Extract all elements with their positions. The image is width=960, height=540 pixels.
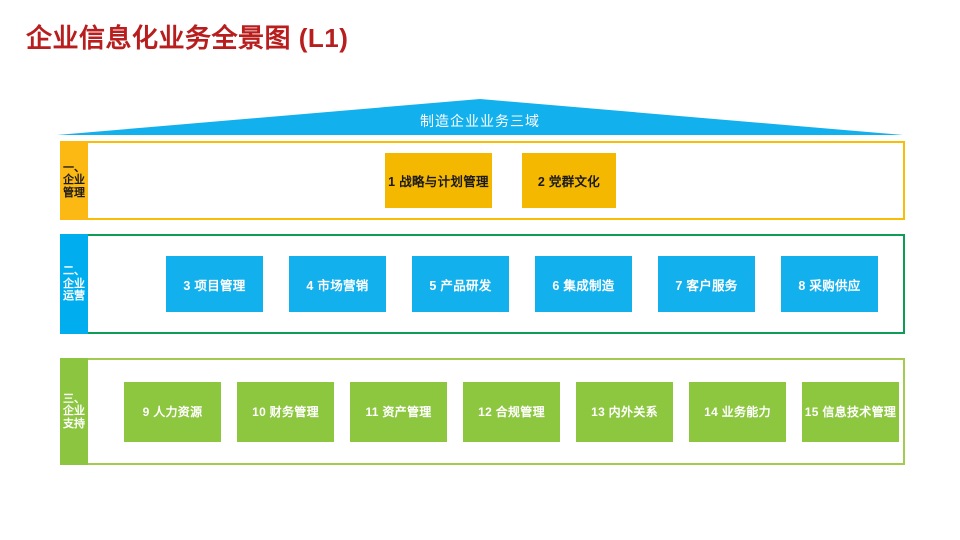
band-enterprise-operations: 二、企业运营 3 项目管理 4 市场营销 5 产品研发 6 集成制造 7 客户服…	[60, 234, 905, 334]
domain-card-12[interactable]: 12 合规管理	[463, 381, 560, 442]
band-2-cells: 3 项目管理 4 市场营销 5 产品研发 6 集成制造 7 客户服务 8 采购供…	[88, 236, 903, 332]
domain-card-15[interactable]: 15 信息技术管理	[802, 381, 899, 442]
roof-banner: 制造企业业务三域	[57, 99, 903, 135]
domain-card-1[interactable]: 1 战略与计划管理	[385, 153, 492, 208]
band-1-side-text: 一、企业管理	[63, 161, 85, 199]
domain-card-11[interactable]: 11 资产管理	[350, 381, 447, 442]
domain-card-13[interactable]: 13 内外关系	[576, 381, 673, 442]
band-2-side-label: 二、企业运营	[60, 234, 88, 334]
domain-card-5[interactable]: 5 产品研发	[412, 256, 509, 312]
domain-card-7[interactable]: 7 客户服务	[658, 256, 755, 312]
domain-card-10[interactable]: 10 财务管理	[237, 381, 334, 442]
domain-card-3[interactable]: 3 项目管理	[166, 256, 263, 312]
domain-card-9[interactable]: 9 人力资源	[124, 381, 221, 442]
domain-card-4[interactable]: 4 市场营销	[289, 256, 386, 312]
band-enterprise-management: 一、企业管理 1 战略与计划管理 2 党群文化	[60, 141, 905, 220]
roof-shape-icon	[57, 99, 903, 135]
band-1-cells: 1 战略与计划管理 2 党群文化	[88, 143, 903, 218]
band-3-side-label: 三、企业支持	[60, 358, 88, 465]
band-3-cells: 9 人力资源 10 财务管理 11 资产管理 12 合规管理 13 内外关系 1…	[88, 360, 903, 463]
domain-card-8[interactable]: 8 采购供应	[781, 256, 878, 312]
band-1-side-label: 一、企业管理	[60, 141, 88, 220]
band-enterprise-support: 三、企业支持 9 人力资源 10 财务管理 11 资产管理 12 合规管理 13…	[60, 358, 905, 465]
domain-card-6[interactable]: 6 集成制造	[535, 256, 632, 312]
domain-card-14[interactable]: 14 业务能力	[689, 381, 786, 442]
band-2-side-text: 二、企业运营	[63, 265, 85, 303]
page-title: 企业信息化业务全景图 (L1)	[26, 23, 349, 53]
band-3-side-text: 三、企业支持	[63, 392, 85, 430]
domain-card-2[interactable]: 2 党群文化	[522, 153, 616, 208]
